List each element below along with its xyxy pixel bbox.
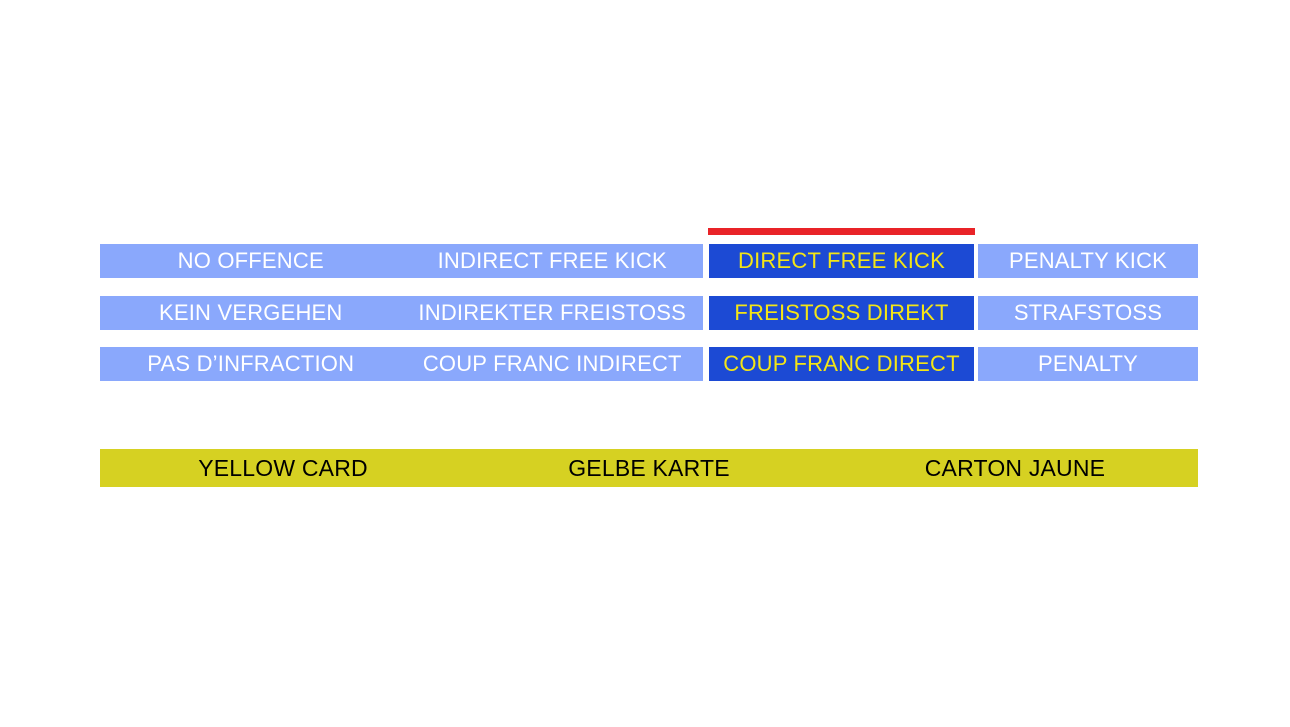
ladder-row-english: NO OFFENCE INDIRECT FREE KICK DIRECT FRE…: [100, 244, 1198, 278]
ladder-cell-direct-free-kick-english[interactable]: DIRECT FREE KICK: [709, 244, 974, 278]
ladder-cell-penalty-kick-english[interactable]: PENALTY KICK: [978, 244, 1198, 278]
ladder-cell-group-left-english: NO OFFENCE INDIRECT FREE KICK: [100, 244, 703, 278]
ladder-cell-indirect-free-kick-english[interactable]: INDIRECT FREE KICK: [437, 248, 667, 273]
ladder-cell-group-left-german: KEIN VERGEHEN INDIREKTER FREISTOSS: [100, 296, 703, 330]
yellow-card-label-german: GELBE KARTE: [568, 454, 730, 481]
ladder-cell-group-left-french: PAS D’INFRACTION COUP FRANC INDIRECT: [100, 347, 703, 381]
ladder-cell-penalty-kick-french[interactable]: PENALTY: [978, 347, 1198, 381]
ladder-cell-no-offence-french[interactable]: PAS D’INFRACTION: [147, 351, 355, 376]
yellow-card-bar[interactable]: YELLOW CARD GELBE KARTE CARTON JAUNE: [100, 449, 1198, 487]
selection-marker-red-bar: [708, 228, 975, 235]
ladder-cell-penalty-kick-german[interactable]: STRAFSTOSS: [978, 296, 1198, 330]
ladder-cell-indirect-free-kick-german[interactable]: INDIREKTER FREISTOSS: [418, 300, 687, 325]
ladder-cell-direct-free-kick-french[interactable]: COUP FRANC DIRECT: [709, 347, 974, 381]
ladder-cell-indirect-free-kick-french[interactable]: COUP FRANC INDIRECT: [422, 351, 682, 376]
yellow-card-label-english: YELLOW CARD: [198, 454, 368, 481]
ladder-row-french: PAS D’INFRACTION COUP FRANC INDIRECT COU…: [100, 347, 1198, 381]
ladder-cell-direct-free-kick-german[interactable]: FREISTOSS DIREKT: [709, 296, 974, 330]
ladder-cell-no-offence-english[interactable]: NO OFFENCE: [177, 248, 324, 273]
yellow-card-label-french: CARTON JAUNE: [924, 454, 1106, 481]
ladder-cell-no-offence-german[interactable]: KEIN VERGEHEN: [158, 300, 343, 325]
ladder-row-german: KEIN VERGEHEN INDIREKTER FREISTOSS FREIS…: [100, 296, 1198, 330]
